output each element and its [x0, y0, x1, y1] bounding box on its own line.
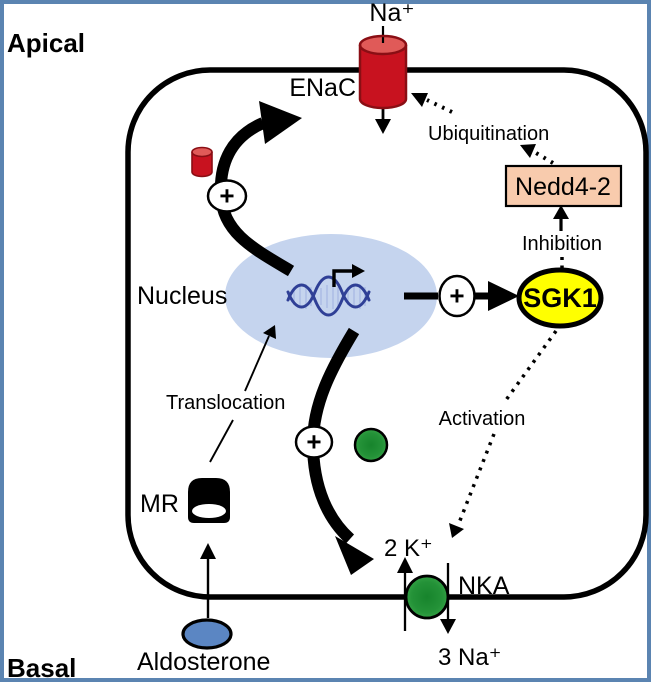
enac-channel-icon: [360, 36, 406, 108]
translocation-line-upper: [244, 335, 270, 392]
na-entry-arrowhead: [375, 119, 391, 134]
inhibition-label: Inhibition: [522, 233, 602, 255]
nucleus-label: Nucleus: [137, 282, 227, 310]
nedd4-2-label: Nedd4-2: [515, 173, 611, 201]
activation-label: Activation: [439, 408, 526, 430]
translocation-line-lower: [209, 419, 234, 463]
aldosterone-arrowhead: [200, 543, 216, 559]
transcription-start-arrowhead: [352, 264, 365, 278]
nedd4-2-box: [504, 164, 623, 208]
plus-circle-nka: [294, 425, 334, 459]
enac-vesicle-body: [192, 152, 212, 177]
inhibition-arrowhead: [553, 205, 569, 219]
nka-protein-icon: [353, 427, 389, 463]
aldosterone-molecule: [181, 618, 233, 650]
plus-sign: +: [219, 181, 234, 211]
nka-pump-icon: [404, 574, 450, 620]
ubiquitination-label: Ubiquitination: [428, 123, 549, 145]
enac-trafficking-arrowhead: [259, 101, 302, 144]
translocation-arrowhead: [263, 325, 276, 339]
enac-body-outline: [358, 45, 408, 110]
sgk1-ellipse: [516, 267, 604, 329]
nka-label: NKA: [458, 572, 510, 600]
mr-receptor-icon: [188, 478, 230, 523]
vesicle-top-outline: [191, 146, 213, 158]
enac-vesicle-top: [192, 147, 212, 157]
basal-label: Basal: [7, 653, 76, 682]
enac-channel-top: [360, 36, 406, 54]
ubiquitination-enac-arrowhead: [411, 93, 428, 107]
plus-sign: +: [306, 427, 321, 457]
apical-label: Apical: [7, 28, 85, 58]
enac-vesicle-icon: [192, 147, 212, 177]
na-out-label: 3 Na⁺: [438, 644, 501, 671]
aldosterone-label: Aldosterone: [137, 648, 270, 676]
activation-arrowhead: [449, 523, 464, 538]
sgk1-induction-arrowhead: [488, 281, 519, 311]
enac-top-outline: [358, 34, 408, 56]
transcription-start-arrow: [332, 269, 354, 287]
na-out-arrowhead: [440, 619, 456, 634]
enac-channel-body: [360, 45, 406, 108]
k-in-arrowhead: [397, 557, 413, 573]
mr-label: MR: [140, 490, 179, 518]
enac-label: ENaC: [289, 74, 356, 102]
ubiquitination-dotted-arrowhead: [520, 144, 536, 158]
enac-outlines: [191, 34, 408, 178]
plus-circle-trafficking: [206, 179, 248, 213]
activation-dotted-line-lower: [457, 433, 496, 524]
k-in-label: 2 K⁺: [384, 535, 433, 562]
dna-helix: [286, 275, 371, 317]
plus-sign: +: [449, 281, 464, 311]
plus-circle-sgk1: [438, 274, 476, 318]
mr-receptor-pocket: [192, 504, 226, 518]
na-apical-label: Na⁺: [369, 0, 414, 27]
nka-induction-arrowhead: [335, 536, 374, 575]
sgk1-label: SGK1: [523, 283, 597, 313]
vesicle-body-outline: [191, 152, 213, 178]
translocation-label: Translocation: [166, 392, 285, 414]
